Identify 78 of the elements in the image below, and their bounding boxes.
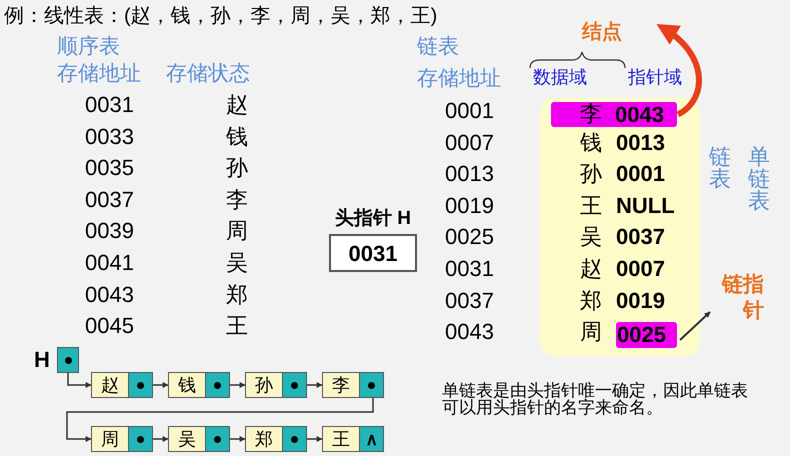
table-cell-value: 李	[226, 188, 248, 211]
arrow	[307, 436, 323, 442]
pointer-cell: 0037	[616, 226, 665, 248]
pointer-cell: 0013	[616, 132, 665, 154]
table-cell-value: 赵	[226, 94, 248, 116]
table-cell-value: 郑	[226, 284, 248, 306]
address-cell: 0007	[445, 132, 494, 154]
pointer-caption: 链指针	[712, 272, 764, 330]
list-node	[168, 372, 230, 398]
curved-arrow	[656, 24, 702, 118]
data-cell: 赵	[580, 258, 602, 280]
leader-arrow	[679, 311, 711, 341]
table-cell-value: 吴	[226, 252, 248, 274]
table-cell-value: 周	[226, 220, 248, 242]
arrow	[230, 436, 246, 442]
vertical-label: 链表	[709, 146, 731, 190]
section-heading: 顺序表	[57, 36, 120, 57]
pointer-cell: 0019	[616, 290, 665, 312]
arrow	[230, 382, 246, 388]
table-cell-value: 钱	[226, 126, 248, 148]
column-header: 存储地址	[57, 63, 141, 84]
linked-storage-panel	[540, 98, 700, 356]
address-cell: 0001	[445, 100, 494, 122]
address-cell: 0043	[445, 321, 494, 344]
data-cell: 郑	[580, 290, 602, 312]
data-cell: 孙	[580, 163, 602, 186]
address-cell: 0037	[445, 290, 494, 312]
pointer-heading: 头指针 H	[335, 207, 411, 231]
pointer-name: H	[34, 349, 50, 371]
value-box: 0031	[329, 234, 417, 272]
address-cell: 0043	[85, 284, 134, 306]
address-cell: 0039	[85, 220, 134, 242]
highlighted-row	[616, 322, 677, 348]
list-node	[322, 426, 384, 452]
arrow	[67, 373, 92, 388]
address-cell: 0033	[85, 126, 134, 148]
title: 例：线性表：(赵，钱，孙，李，周，吴，郑，王)	[4, 4, 438, 29]
column-header: 指针域	[628, 68, 682, 86]
data-cell: 王	[580, 194, 602, 217]
list-node	[91, 372, 153, 398]
node-heading: 结点	[582, 22, 622, 42]
list-node	[168, 426, 230, 452]
data-cell: 吴	[580, 226, 602, 248]
data-cell: 李	[580, 103, 602, 125]
highlighted-row	[551, 102, 677, 127]
address-cell: 0013	[445, 163, 494, 186]
list-node	[91, 426, 153, 452]
address-cell: 0037	[85, 188, 134, 211]
address-cell: 0031	[445, 258, 494, 280]
pointer-cell: NULL	[616, 194, 675, 217]
column-header: 数据域	[533, 68, 587, 86]
pointer-cell: 0043	[615, 104, 664, 126]
address-cell: 0031	[85, 94, 134, 116]
address-cell: 0035	[85, 157, 134, 180]
arrow	[153, 382, 169, 388]
column-header: 存储状态	[166, 63, 250, 84]
address-cell: 0041	[85, 252, 134, 274]
note-text: 单链表是由头指针唯一确定，因此单链表可以用头指针的名字来命名。	[442, 382, 749, 416]
column-header: 存储地址	[417, 68, 501, 89]
section-heading: 链表	[417, 36, 459, 57]
pointer-cell: 0025	[617, 324, 666, 346]
arrow	[153, 436, 169, 442]
arrow	[66, 398, 374, 442]
head-pointer-node	[57, 347, 79, 373]
address-cell: 0019	[445, 194, 494, 217]
address-cell: 0045	[85, 315, 134, 338]
list-node	[245, 426, 307, 452]
pointer-cell: 0001	[616, 163, 665, 186]
pointer-cell: 0007	[616, 258, 665, 280]
list-node	[322, 372, 384, 398]
vertical-label: 单链表	[748, 146, 770, 212]
null-pointer: ∧	[366, 430, 378, 448]
table-cell-value: 孙	[226, 157, 248, 180]
list-node	[245, 372, 307, 398]
table-cell-value: 王	[226, 315, 248, 338]
data-cell: 周	[580, 321, 602, 344]
address-cell: 0025	[445, 226, 494, 248]
arrow	[307, 382, 323, 388]
